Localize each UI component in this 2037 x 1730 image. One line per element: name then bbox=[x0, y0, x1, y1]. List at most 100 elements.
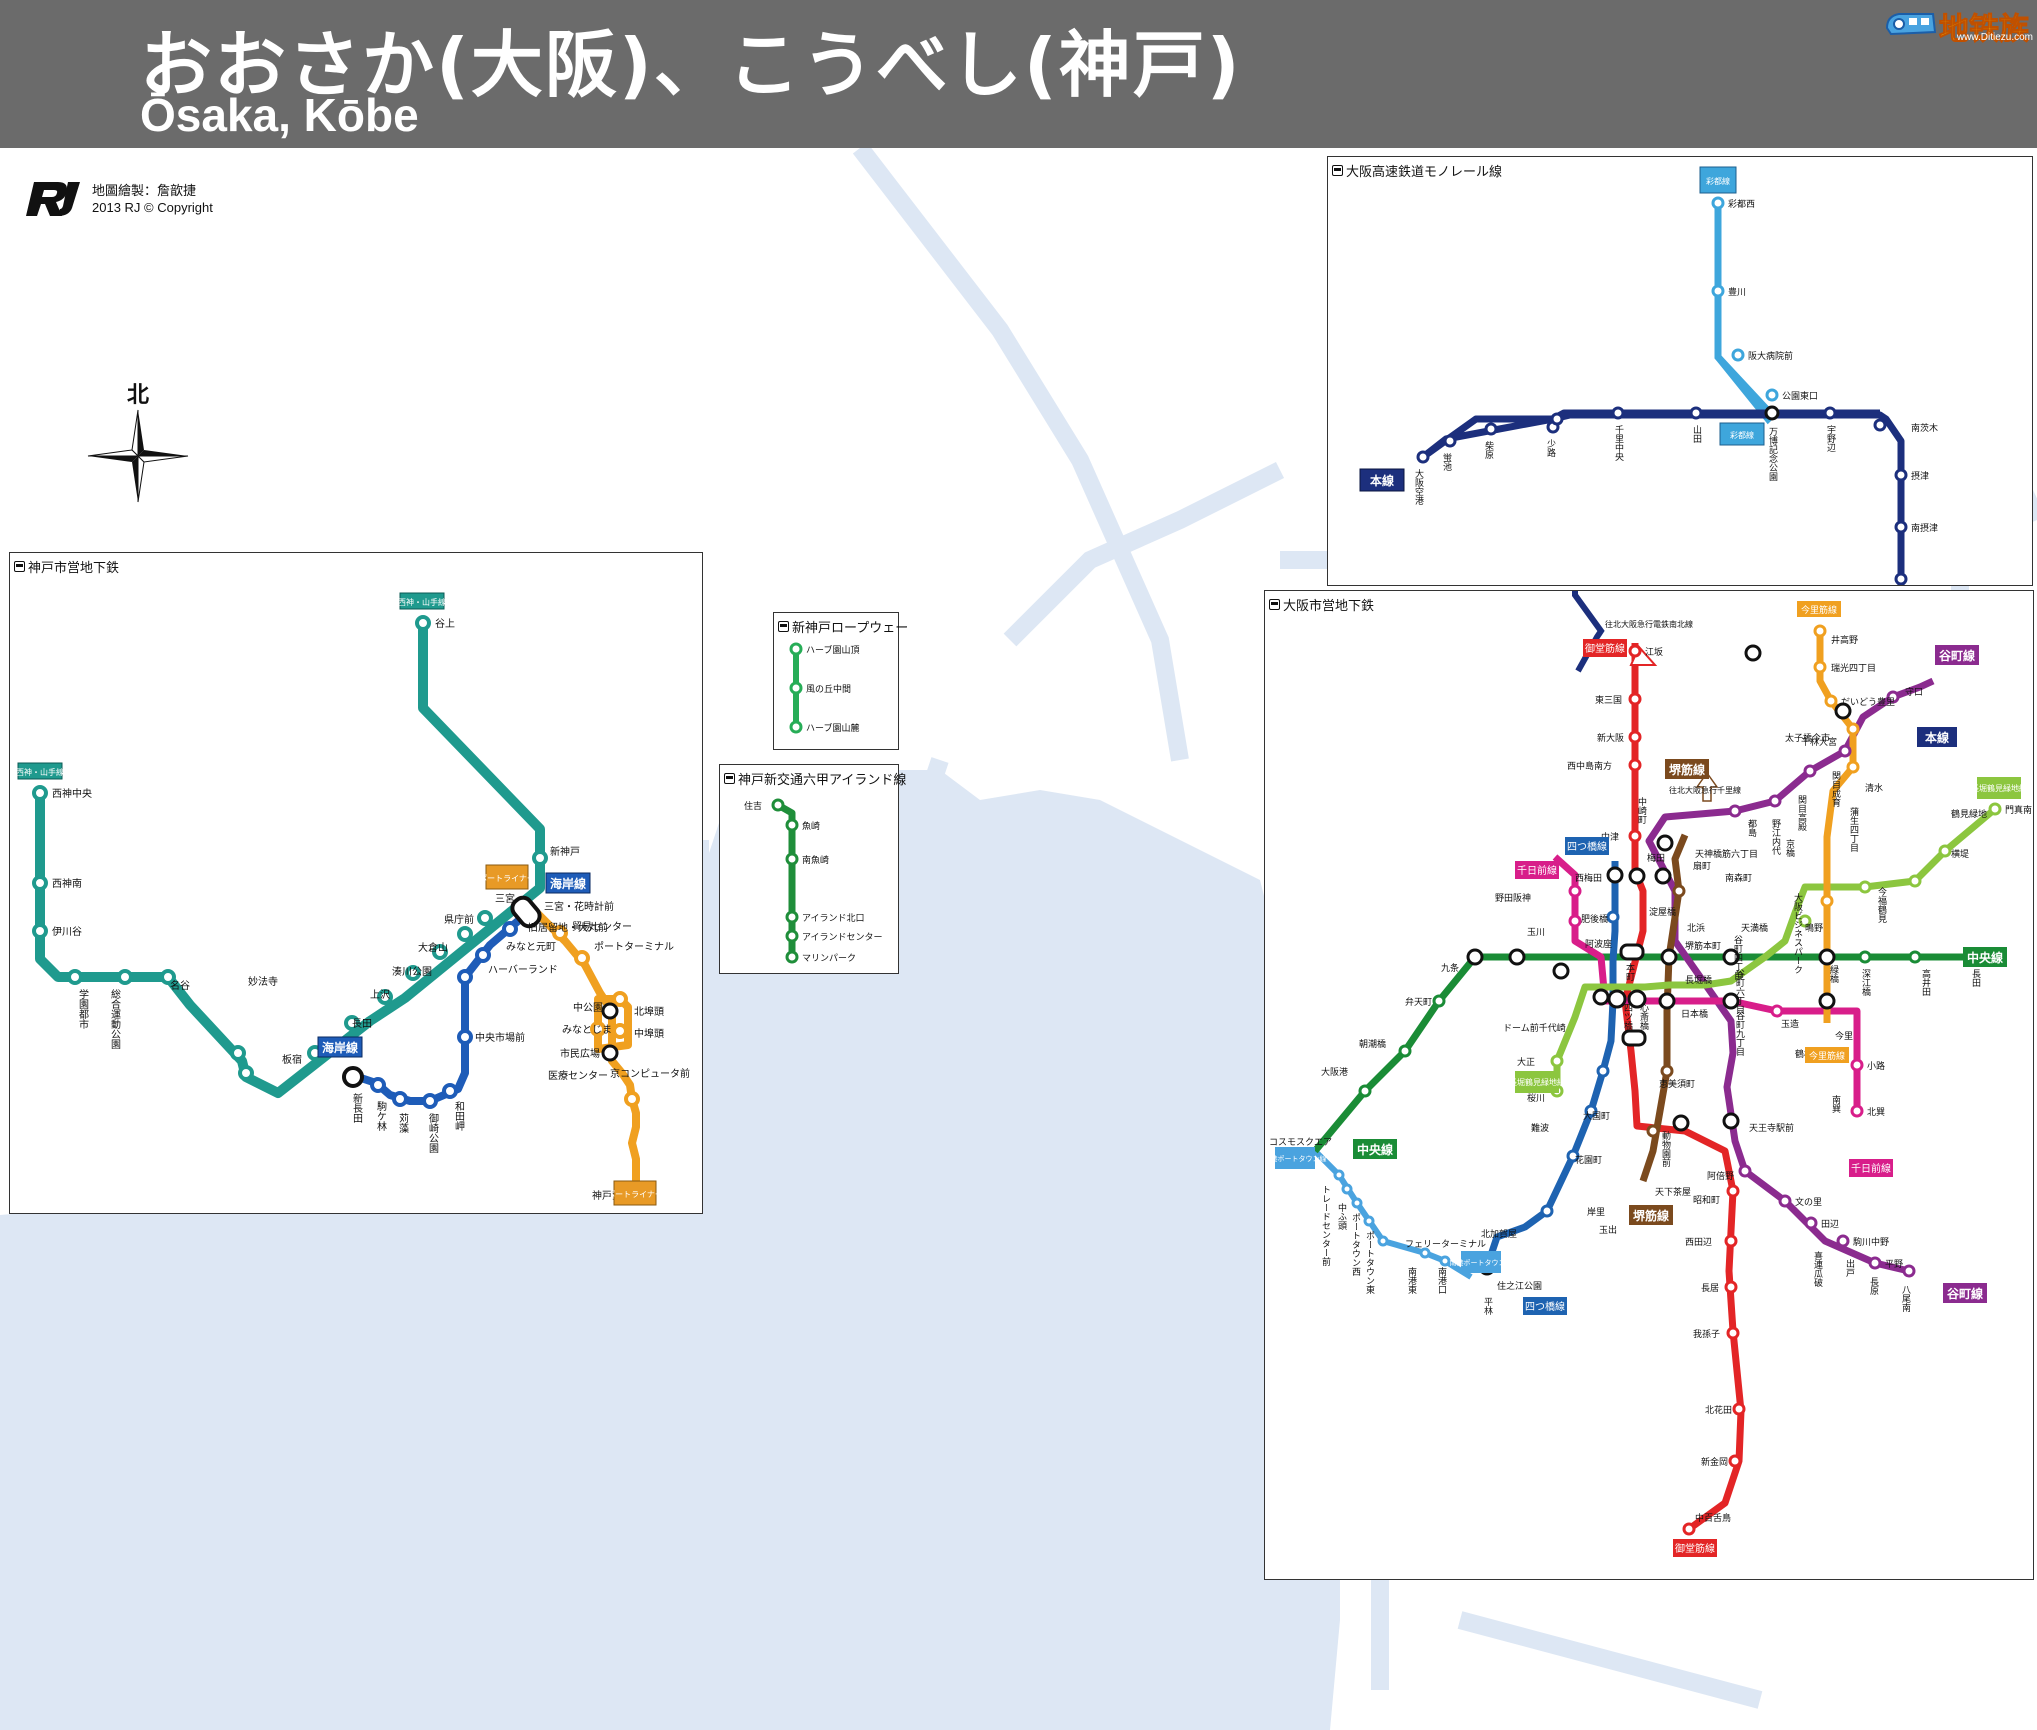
station-label: 長田 bbox=[352, 1018, 372, 1030]
station-label: 肥後橋 bbox=[1581, 913, 1608, 925]
monorail-station: 南摂津 bbox=[1911, 522, 1938, 534]
direction-note: 往北大阪急行千里線 bbox=[1669, 785, 1741, 795]
station-label: 新金岡 bbox=[1701, 1456, 1728, 1468]
station-label: 大国町 bbox=[1583, 1110, 1610, 1122]
credit-copyright: 2013 RJ © Copyright bbox=[92, 200, 213, 215]
station-label: ハーバーランド bbox=[488, 964, 558, 976]
title-bar: おおさか(大阪)、こうべし(神戸) Ōsaka, Kōbe 地铁族 www.Di… bbox=[0, 0, 2037, 148]
station-label: 太子橋今市 bbox=[1785, 732, 1830, 744]
ropeway-station-bottom: ハーブ園山麓 bbox=[806, 722, 859, 734]
station-label: 中央市場前 bbox=[475, 1031, 525, 1044]
station-label: 西神中央 bbox=[52, 787, 92, 800]
station-label: 駒川中野 bbox=[1853, 1236, 1889, 1248]
brand-url[interactable]: www.Ditiezu.com bbox=[1956, 32, 2033, 43]
station-label: 住之江公園 bbox=[1497, 1280, 1542, 1292]
osaka-midosuji-stations bbox=[1628, 644, 1746, 1536]
station-label: コスモスクエア bbox=[1269, 1137, 1332, 1148]
station-label: 天神橋筋六丁目 bbox=[1695, 848, 1758, 860]
station-label: 阿波座 bbox=[1585, 938, 1612, 950]
station-label: 井高野 bbox=[1831, 634, 1858, 646]
station-label: 小路 bbox=[1867, 1060, 1885, 1072]
kobe-interchange-icons bbox=[342, 895, 619, 1088]
station-label: 梅田 bbox=[1647, 852, 1665, 864]
monorail-station: 彩都西 bbox=[1728, 199, 1755, 210]
station-label: 平野 bbox=[1885, 1259, 1903, 1270]
osaka-yotsubashi-stations bbox=[1540, 910, 1620, 1218]
station-label: みなと元町 bbox=[506, 941, 556, 953]
osaka-imazato-stations bbox=[1813, 624, 1860, 908]
line-tag-port-liner: ポートライナー bbox=[607, 1190, 663, 1199]
osaka-nagahori-stations bbox=[1550, 802, 2002, 1098]
station-label: 本町 bbox=[1624, 962, 1635, 981]
station-label: 扇町 bbox=[1693, 860, 1711, 872]
station-label: 出戸 bbox=[1844, 1258, 1855, 1278]
station-label: 南森町 bbox=[1725, 872, 1752, 884]
station-label: 名谷 bbox=[170, 979, 190, 992]
station-label: 西梅田 bbox=[1575, 872, 1602, 884]
station-label: ポートタウン東 bbox=[1364, 1231, 1375, 1295]
station-label: 総合運動公園 bbox=[109, 988, 121, 1050]
station-label: 学園都市 bbox=[77, 988, 89, 1030]
station-label: 西神南 bbox=[52, 877, 82, 890]
monorail-svg: 彩都西 豊川 阪大病院前 公園東口 南茨木 摂津 南摂津 大阪空港 蛍池 柴原 … bbox=[1359, 166, 1938, 585]
station-label: 江坂 bbox=[1645, 647, 1663, 658]
station-label: 日本橋 bbox=[1681, 1008, 1708, 1020]
line-tag-sennichimae: 千日前線 bbox=[1517, 864, 1557, 877]
station-label: 西田辺 bbox=[1685, 1237, 1712, 1248]
brand-logo[interactable]: 地铁族 bbox=[1883, 4, 2030, 48]
osaka-nanko-stations bbox=[1333, 1169, 1451, 1267]
subway-icon bbox=[1269, 599, 1280, 610]
kobe-kaigan-stations bbox=[370, 921, 518, 1109]
station-label: 三宮 bbox=[495, 892, 515, 905]
subway-icon bbox=[724, 773, 735, 784]
station-label: 新長田 bbox=[351, 1092, 363, 1123]
kobe-panel-title: 神戸市営地下鉄 bbox=[14, 557, 119, 576]
line-label-kaigan: 海岸線 bbox=[322, 1040, 358, 1055]
station-label: 文の里 bbox=[1795, 1196, 1822, 1208]
line-tag-sakaisuji: 堺筋線 bbox=[1633, 1208, 1669, 1223]
line-tag-nanko: 南港ポートタウン線 bbox=[1450, 1258, 1513, 1267]
kobe-network-svg: 谷上 新神戸 三宮・花時計前 三宮 県庁前 大倉山 湊川公園 上沢 長田 板宿 … bbox=[16, 592, 690, 1206]
station-label: ドーム前千代崎 bbox=[1503, 1022, 1566, 1034]
subway-car-icon bbox=[1885, 13, 1937, 36]
station-label: 堺筋本町 bbox=[1685, 940, 1721, 952]
station-label: 玉出 bbox=[1599, 1224, 1617, 1236]
station-label: 長堀橋 bbox=[1685, 974, 1712, 986]
station-label: 北巽 bbox=[1867, 1107, 1885, 1118]
ropeway-icon bbox=[778, 621, 789, 632]
osaka-nagahori-line bbox=[1553, 806, 1998, 1091]
station-label: 緑橋 bbox=[1828, 964, 1839, 984]
line-tag-chuo: 中央線 bbox=[1967, 950, 2003, 965]
line-tag-tanimachi: 谷町線 bbox=[1947, 1286, 1983, 1301]
station-label: フェリーターミナル bbox=[1405, 1239, 1486, 1250]
station-label: 今福鶴見 bbox=[1876, 886, 1887, 924]
station-label: 野田阪神 bbox=[1495, 892, 1531, 904]
station-label: 苅藻 bbox=[397, 1112, 409, 1134]
station-label: 高井田 bbox=[1920, 968, 1931, 997]
osaka-tanimachi-stations bbox=[1728, 690, 1916, 1278]
map-title-japanese: おおさか(大阪)、こうべし(神戸) bbox=[140, 23, 1242, 107]
station-label: 我孫子 bbox=[1693, 1328, 1720, 1340]
line-tag-yotsubashi: 四つ橋線 bbox=[1525, 1300, 1565, 1313]
station-label: 旧居留地・大丸前 bbox=[528, 921, 608, 934]
line-tag-seishin: 西神・山手線 bbox=[398, 597, 446, 607]
station-label: 天王寺駅前 bbox=[1749, 1122, 1794, 1134]
subway-icon bbox=[14, 561, 25, 572]
osaka-panel-title: 大阪市営地下鉄 bbox=[1269, 595, 1374, 614]
station-label: 大阪ビジネスパーク bbox=[1792, 892, 1803, 974]
compass-star-icon bbox=[87, 409, 189, 503]
station-label: 上沢 bbox=[370, 988, 390, 1001]
rokko-island-panel: 神戸新交通六甲アイランド線 住吉 魚崎 南魚崎 アイランド北口 アイランドセンタ… bbox=[719, 764, 906, 974]
kobe-port-liner-stations bbox=[552, 925, 644, 1203]
monorail-station: 万博記念公園 bbox=[1767, 427, 1778, 482]
monorail-station: 大阪空港 bbox=[1413, 468, 1424, 505]
station-label: 貿易センター bbox=[572, 921, 632, 933]
station-label: 田辺 bbox=[1821, 1219, 1839, 1230]
line-tag-sakaisuji: 堺筋線 bbox=[1669, 762, 1705, 777]
station-label: 妙法寺 bbox=[248, 975, 278, 988]
line-tag-chuo: 中央線 bbox=[1357, 1142, 1393, 1157]
station-label: 喜連瓜破 bbox=[1812, 1250, 1823, 1288]
compass-rose: 北 bbox=[87, 383, 189, 503]
kobe-port-liner-line bbox=[530, 906, 640, 1195]
